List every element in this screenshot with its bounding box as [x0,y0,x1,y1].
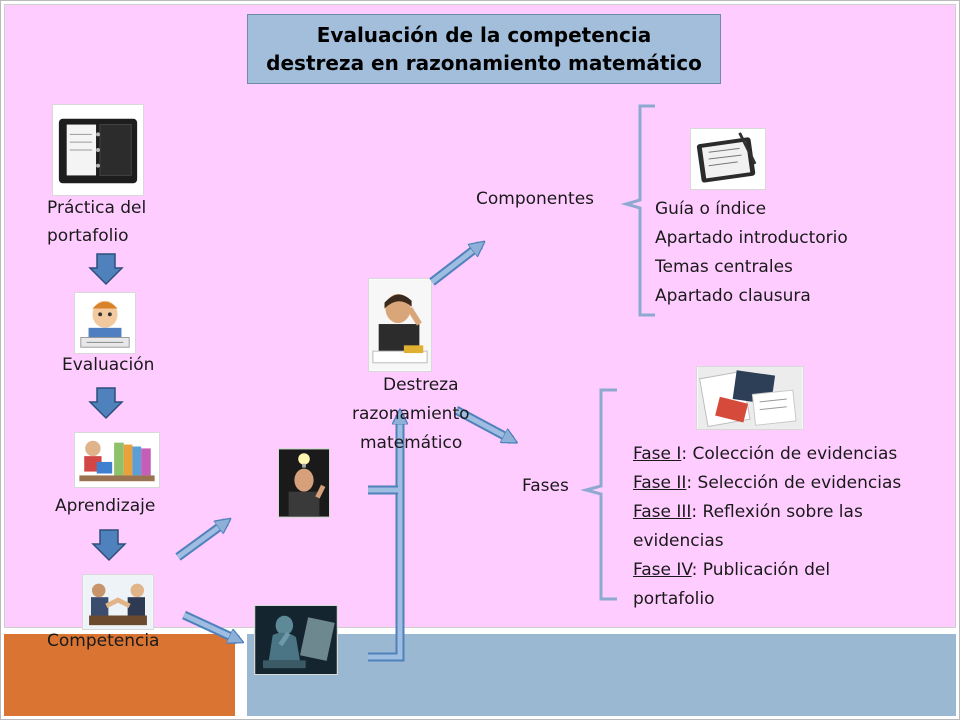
fases-label: Fases [522,476,569,496]
competition-armwrestling-image [82,574,154,630]
aprendizaje-label: Aprendizaje [55,496,156,516]
fase-item: Fase I: Colección de evidencias [633,440,901,469]
componente-item: Apartado introductorio [655,228,848,248]
fase-name: Fase IV [633,560,692,580]
title-box: Evaluación de la competencia destreza en… [247,14,721,84]
fase-item: Fase III: Reflexión sobre las [633,498,901,527]
competencia-label: Competencia [47,631,160,651]
fase-item: Fase II: Selección de evidencias [633,469,901,498]
learning-readers-image [74,432,160,488]
fase-item: portafolio [633,585,901,614]
fase-desc: : Publicación del [691,560,831,580]
tablet-pen-image [690,128,766,190]
evaluacion-label: Evaluación [62,355,155,375]
destreza-label-line3: matemático [360,433,463,453]
title-line-1: Evaluación de la competencia [316,23,652,47]
componente-item: Apartado clausura [655,286,811,306]
footer-blue-block [247,634,956,716]
footer-orange-block [4,634,235,716]
fase-name: Fase II [633,473,687,493]
componentes-label: Componentes [476,189,595,209]
content-panel [4,4,956,628]
documents-cards-image [696,366,804,430]
componente-item: Temas centrales [655,257,793,277]
practica-label-line1: Práctica del [47,198,147,218]
fase-desc: : Selección de evidencias [686,473,902,493]
fase-desc: portafolio [633,589,715,609]
title-line-2: destreza en razonamiento matemático [266,51,702,75]
fase-desc: evidencias [633,531,724,551]
componente-item: Guía o índice [655,199,767,219]
fase-item: evidencias [633,527,901,556]
portfolio-binder-image [52,104,144,196]
destreza-label-line2: razonamiento [352,404,470,424]
fase-item: Fase IV: Publicación del [633,556,901,585]
componentes-list: Guía o índice Apartado introductorio Tem… [655,195,848,311]
thinker-statue-image [254,605,338,675]
fase-name: Fase III [633,502,692,522]
fase-desc: : Colección de evidencias [681,444,898,464]
fases-list: Fase I: Colección de evidencias Fase II:… [633,440,901,614]
thinking-student-image [368,278,432,372]
fase-name: Fase I [633,444,682,464]
destreza-label-line1: Destreza [383,375,459,395]
idea-lightbulb-man-image [278,448,330,518]
evaluation-cartoon-image [74,292,136,354]
fase-desc: : Reflexión sobre las [691,502,863,522]
practica-label-line2: portafolio [47,226,129,246]
